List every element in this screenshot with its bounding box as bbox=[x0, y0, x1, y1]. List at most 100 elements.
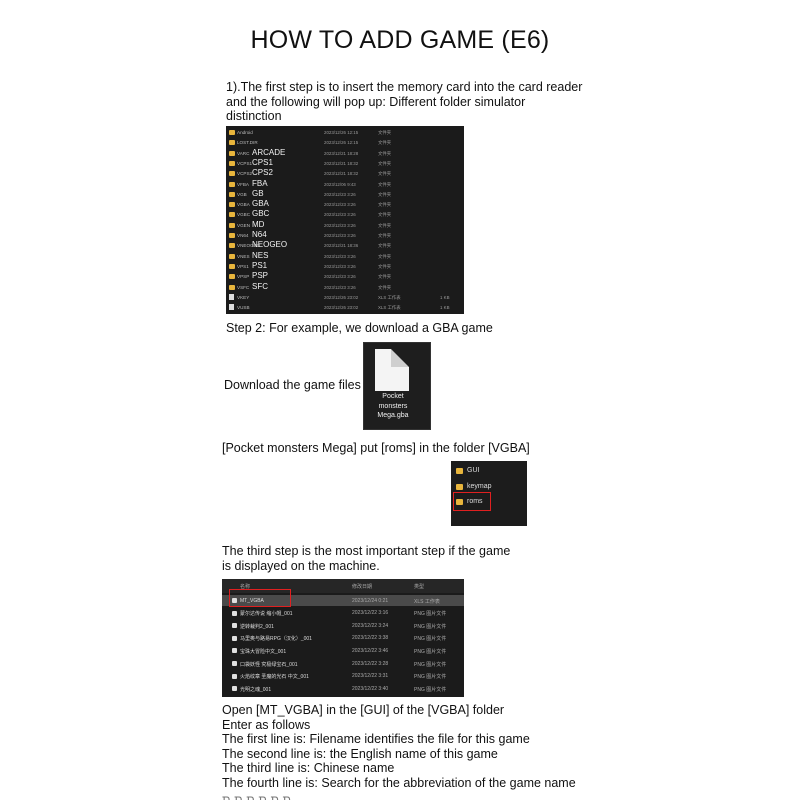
file-name: VNES bbox=[237, 253, 250, 259]
step3-line: is displayed on the machine. bbox=[222, 558, 380, 573]
image-file-icon bbox=[232, 661, 237, 666]
emulator-label: GBA bbox=[252, 199, 269, 209]
page-title: HOW TO ADD GAME (E6) bbox=[250, 26, 550, 54]
folder-label: GUI bbox=[467, 467, 480, 474]
folder-icon bbox=[229, 284, 235, 290]
gui-file-date: 2023/12/22 3:16 bbox=[352, 610, 389, 617]
file-date: 2023/12/23 3:26 bbox=[324, 233, 356, 238]
column-date-header[interactable]: 修改日期 bbox=[352, 584, 373, 590]
file-type: XLS 工作表 bbox=[378, 305, 401, 311]
folder-item-roms[interactable]: roms bbox=[455, 496, 525, 508]
gui-file-name: 马里奥与路易RPG（汉化）_001 bbox=[240, 636, 312, 643]
gui-file-date: 2023/12/22 3:24 bbox=[352, 622, 389, 629]
gui-file-type: PNG 图片文件 bbox=[414, 648, 447, 655]
folder-item-keymap[interactable]: keymap bbox=[455, 481, 525, 493]
instruction-line: The first line is: Filename identifies t… bbox=[222, 732, 530, 746]
folder-icon bbox=[229, 243, 235, 249]
folder-icon bbox=[229, 263, 235, 269]
game-file-tile[interactable]: Pocket monsters Mega.gba bbox=[363, 342, 431, 430]
gui-file-type: PNG 图片文件 bbox=[414, 674, 447, 681]
file-type: 文件夹 bbox=[378, 160, 392, 166]
folder-icon bbox=[229, 181, 235, 187]
gui-file-name: 蒙尔达传说 缩小帽_001 bbox=[240, 611, 293, 618]
file-date: 2023/12/21 18:28 bbox=[324, 150, 359, 156]
emulator-label: CPS1 bbox=[252, 157, 273, 167]
gui-file-date: 2023/12/22 3:28 bbox=[352, 660, 389, 667]
file-type: 文件夹 bbox=[378, 253, 392, 259]
step1-text: 1).The first step is to insert the memor… bbox=[226, 80, 582, 124]
gui-file-type: XLS 工作表 bbox=[414, 598, 440, 605]
file-name: VPSP bbox=[237, 274, 250, 280]
file-type: 文件夹 bbox=[378, 263, 392, 269]
file-name: LOST.DIR bbox=[237, 140, 258, 146]
file-date: 2023/12/21 18:32 bbox=[324, 160, 359, 166]
mt-vgba-highlight-box bbox=[229, 589, 291, 607]
file-type: 文件夹 bbox=[378, 243, 392, 249]
file-date: 2023/12/23 3:26 bbox=[324, 284, 356, 290]
column-name-header[interactable]: 名称 bbox=[240, 584, 251, 590]
folder-item-gui[interactable]: GUI bbox=[455, 465, 525, 477]
column-type-header[interactable]: 类型 bbox=[414, 584, 425, 590]
gui-file-name: 宝珠大冒险中文_001 bbox=[240, 648, 287, 655]
file-size: 1 KB bbox=[440, 305, 450, 311]
file-type: 文件夹 bbox=[378, 284, 392, 290]
step2-heading: Step 2: For example, we download a GBA g… bbox=[226, 321, 493, 335]
folder-icon bbox=[456, 484, 463, 490]
step1-line: and the following will pop up: Different… bbox=[226, 94, 526, 109]
file-name: VKEY bbox=[237, 294, 250, 300]
folder-icon bbox=[229, 202, 235, 208]
file-icon bbox=[229, 304, 234, 311]
emulator-label: SFC bbox=[252, 281, 268, 291]
image-file-icon bbox=[232, 648, 237, 654]
file-date: 2023/12/06 9:43 bbox=[324, 181, 356, 187]
gui-file-name: 光明之魂_001 bbox=[240, 686, 272, 693]
folder-icon bbox=[229, 233, 235, 238]
emulator-label: GBC bbox=[252, 209, 270, 219]
file-date: 2023/12/26 12:15 bbox=[324, 130, 359, 135]
file-date: 2023/12/23 3:26 bbox=[324, 222, 356, 228]
gui-file-date: 2023/12/24 0:21 bbox=[352, 597, 389, 604]
emulator-label: NES bbox=[252, 250, 269, 260]
file-date: 2023/12/23 3:26 bbox=[324, 212, 356, 218]
file-name: VGBC bbox=[237, 212, 251, 218]
emulator-label: N64 bbox=[252, 230, 267, 239]
emulator-label: PSP bbox=[252, 271, 269, 281]
file-name: VUSB bbox=[237, 305, 250, 311]
folder-icon bbox=[229, 191, 235, 197]
emulator-label: NEOGEO bbox=[252, 240, 288, 250]
roms-highlight-box bbox=[453, 492, 491, 511]
file-date: 2023/12/23 3:26 bbox=[324, 253, 356, 259]
file-date: 2023/12/23 3:26 bbox=[324, 191, 356, 197]
image-file-icon bbox=[232, 686, 237, 692]
file-date: 2023/12/21 18:32 bbox=[324, 171, 359, 177]
file-name: VGB bbox=[237, 191, 247, 197]
emulator-label: ARCADE bbox=[252, 147, 286, 157]
file-type: 文件夹 bbox=[378, 222, 392, 228]
